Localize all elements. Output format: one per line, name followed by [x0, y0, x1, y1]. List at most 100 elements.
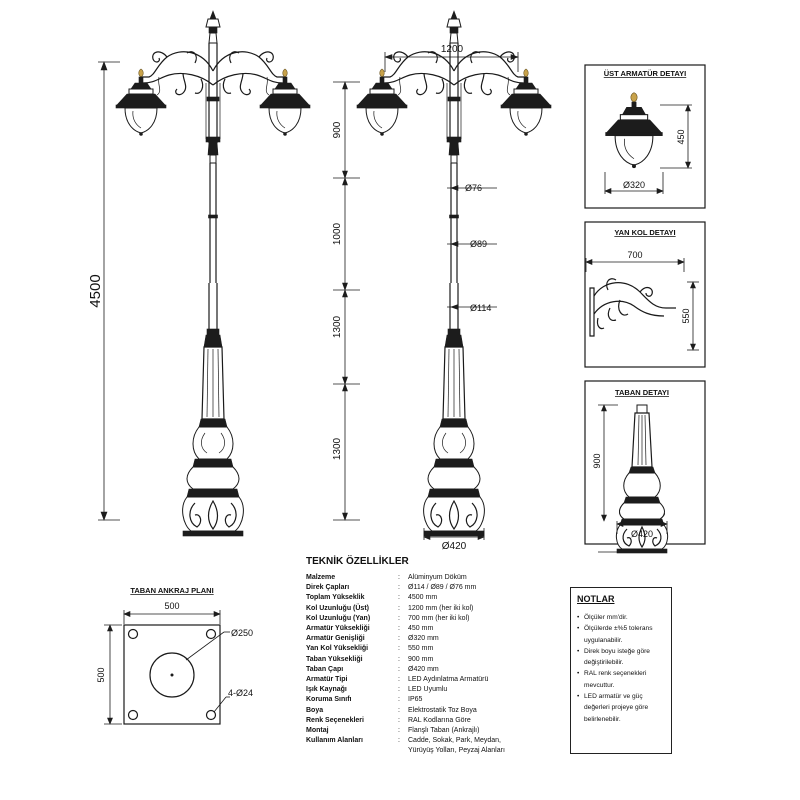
total-height-label: 4500 — [87, 274, 104, 307]
spec-row: Kol Uzunluğu (Üst):1200 mm (her iki kol) — [306, 604, 566, 614]
spec-colon: : — [398, 574, 400, 581]
side-arm-width-label: 700 — [627, 250, 642, 260]
base-detail-title: TABAN DETAYI — [615, 388, 669, 397]
spec-label: Işık Kaynağı — [306, 686, 347, 694]
spec-row: Toplam Yükseklik:4500 mm — [306, 593, 566, 603]
spec-value: 450 mm — [408, 625, 434, 633]
spec-row: Işık Kaynağı: LED Uyumlu — [306, 685, 566, 695]
spec-row: Direk Çapları: Ø114 / Ø89 / Ø76 mm — [306, 583, 566, 593]
note-text: LED armatür ve güç değerleri projeye gör… — [584, 693, 649, 723]
spec-row: Koruma Sınıfı:IP65 — [306, 695, 566, 705]
note-item: • Direk boyu isteğe göre değiştirilebilir… — [577, 646, 665, 669]
spec-label: Armatür Tipi — [306, 676, 348, 684]
spec-value: 4500 mm — [408, 594, 438, 602]
segment-label-3: 1300 — [332, 315, 343, 338]
side-arm-detail: YAN KOL DETAYI 700 550 — [584, 221, 706, 368]
spec-row: Armatür Tipi: LED Aydınlatma Armatürü — [306, 675, 566, 685]
anchor-plan-title: TABAN ANKRAJ PLANI — [130, 586, 213, 595]
spec-colon: : — [398, 696, 400, 704]
spec-colon: : — [398, 716, 400, 724]
spec-label: Toplam Yükseklik — [306, 594, 365, 602]
note-text: RAL renk seçenekleri mevcuttur. — [584, 670, 647, 689]
segment-label-4: 1300 — [332, 437, 343, 460]
spec-value: Cadde, Sokak, Park, Meydan, Yürüyüş Yoll… — [408, 737, 505, 755]
spec-row: Renk Seçenekleri:RAL Kodlarına Göre — [306, 716, 566, 726]
diameter-label-114: Ø114 — [470, 303, 491, 313]
notes-box: NOTLAR • Ölçüler mm'dir. • Ölçülerde ±%5 t… — [570, 587, 672, 754]
spec-colon: : — [398, 584, 400, 592]
spec-value: Ø114 / Ø89 / Ø76 mm — [408, 584, 477, 592]
spec-colon: : — [398, 686, 400, 694]
spec-label: Malzeme — [306, 574, 336, 581]
spec-value: 550 mm — [408, 645, 434, 653]
spec-value: RAL Kodlarına Göre — [408, 716, 471, 724]
spec-row: Armatür Genişliği: Ø320 mm — [306, 634, 566, 644]
spec-value: Flanşlı Taban (Ankrajlı) — [408, 727, 480, 735]
side-base-diameter-label: Ø420 — [442, 541, 467, 552]
spec-label: Yan Kol Yüksekliği — [306, 645, 369, 653]
spec-label: Kol Uzunluğu (Yan) — [306, 614, 371, 622]
spec-colon: : — [398, 676, 400, 684]
base-detail: TABAN DETAYI 900 Ø42 — [584, 380, 706, 554]
bullet-icon: • — [577, 670, 580, 678]
spec-value: Ø320 mm — [408, 635, 439, 643]
base-diameter-label: Ø420 — [631, 529, 653, 539]
spec-label: Taban Yüksekliği — [306, 655, 363, 663]
top-fixture-title: ÜST ARMATÜR DETAYI — [604, 69, 687, 78]
side-arm-height-label: 550 — [681, 308, 691, 323]
segment-label-2: 1000 — [332, 222, 343, 245]
spec-value: LED Aydınlatma Armatürü — [408, 676, 489, 684]
anchor-bolt-holes-label: 4-Ø24 — [228, 688, 253, 698]
spec-value: 700 mm (her iki kol) — [408, 614, 470, 622]
anchor-height-label: 500 — [96, 667, 106, 682]
spec-colon: : — [398, 737, 400, 745]
main-lamp-view: 4500 — [87, 11, 310, 536]
spec-value: LED Uyumlu — [408, 686, 448, 694]
spec-table-title: TEKNİK ÖZELLİKLER — [306, 556, 409, 567]
top-fixture-height-label: 450 — [676, 129, 686, 144]
bullet-icon: • — [577, 625, 580, 633]
side-arm-title: YAN KOL DETAYI — [614, 228, 675, 237]
spec-label: Boya — [306, 706, 324, 714]
spec-label: Direk Çapları — [306, 584, 350, 592]
spec-row: Malzeme:Alüminyum Döküm — [306, 573, 566, 583]
note-item: • Ölçülerde ±%5 tolerans uygulanabilir. — [577, 623, 665, 646]
note-item: • RAL renk seçenekleri mevcuttur. — [577, 668, 665, 691]
anchor-plan: TABAN ANKRAJ PLANI 500 500 Ø250 4-Ø24 — [96, 586, 253, 725]
spec-row: Kol Uzunluğu (Yan):700 mm (her iki kol) — [306, 614, 566, 624]
top-fixture-diameter-label: Ø320 — [623, 180, 645, 190]
spec-colon: : — [398, 645, 400, 653]
spec-label: Kullanım Alanları — [306, 737, 363, 745]
bullet-icon: • — [577, 693, 580, 701]
note-text: Ölçülerde ±%5 tolerans uygulanabilir. — [584, 625, 653, 644]
dimensioned-lamp-view: 1200 900 1000 1300 1300 Ø76 Ø89 Ø114 — [332, 11, 551, 552]
spec-value: 900 mm — [408, 655, 434, 663]
spec-colon: : — [398, 614, 400, 622]
base-height-label: 900 — [592, 453, 602, 468]
spec-colon: : — [398, 594, 400, 602]
spec-row: Kullanım Alanları: Cadde, Sokak, Park, Me… — [306, 736, 566, 756]
spec-label: Armatür Yüksekliği — [306, 625, 370, 633]
notes-title: NOTLAR — [577, 594, 615, 604]
spec-colon: : — [398, 706, 400, 714]
anchor-center-hole-label: Ø250 — [231, 628, 253, 638]
note-item: • Ölçüler mm'dir. — [577, 612, 665, 623]
note-text: Ölçüler mm'dir. — [584, 614, 628, 621]
spec-colon: : — [398, 665, 400, 673]
bullet-icon: • — [577, 614, 580, 621]
spec-colon: : — [398, 655, 400, 663]
spec-row: Montaj:Flanşlı Taban (Ankrajlı) — [306, 726, 566, 736]
diameter-label-76: Ø76 — [465, 183, 482, 193]
note-text: Direk boyu isteğe göre değiştirilebilir. — [584, 647, 650, 667]
spec-label: Armatür Genişliği — [306, 635, 365, 643]
spec-colon: : — [398, 625, 400, 633]
note-item: • LED armatür ve güç değerleri projeye gö… — [577, 691, 665, 725]
spec-row: Armatür Yüksekliği:450 mm — [306, 624, 566, 634]
spec-colon: : — [398, 635, 400, 643]
spec-colon: : — [398, 727, 400, 735]
spec-value: Elektrostatik Toz Boya — [408, 706, 477, 714]
bullet-icon: • — [577, 647, 580, 655]
spec-row: Boya: Elektrostatik Toz Boya — [306, 706, 566, 716]
